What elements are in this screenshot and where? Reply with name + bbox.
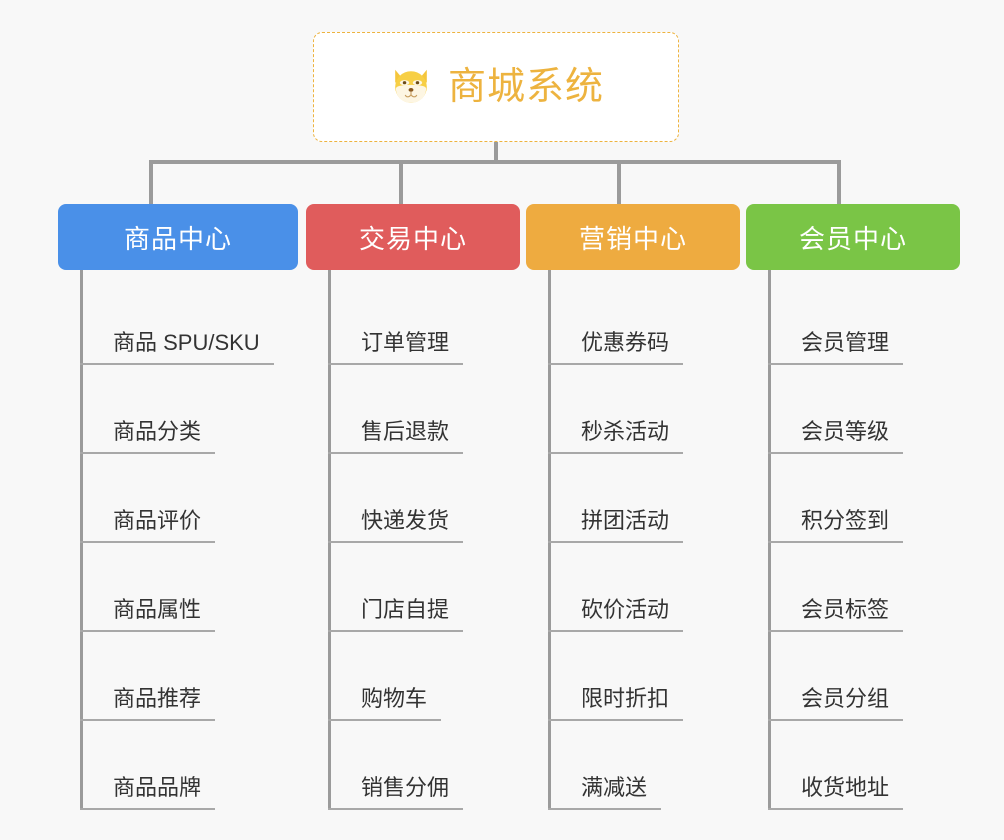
- branch-header-label-3: 营销中心: [578, 223, 687, 254]
- list-item[interactable]: 商品属性: [80, 543, 298, 632]
- leaf-label: 砍价活动: [548, 592, 684, 632]
- list-item[interactable]: 限时折扣: [548, 632, 740, 721]
- list-item[interactable]: 会员分组: [768, 632, 960, 721]
- branch-body-1: 商品 SPU/SKU 商品分类 商品评价 商品属性 商品推荐 商品品牌: [80, 270, 298, 810]
- branch-product-center: 商品中心 商品 SPU/SKU 商品分类 商品评价 商品属性 商品推荐 商品品牌: [58, 204, 298, 810]
- list-item[interactable]: 会员标签: [768, 543, 960, 632]
- branch-header-2[interactable]: 交易中心: [306, 204, 520, 270]
- list-item[interactable]: 砍价活动: [548, 543, 740, 632]
- connector-root-stem: [494, 142, 498, 163]
- list-item[interactable]: 秒杀活动: [548, 365, 740, 454]
- list-item[interactable]: 商品推荐: [80, 632, 298, 721]
- list-item[interactable]: 收货地址: [768, 721, 960, 810]
- root-node[interactable]: 商城系统: [313, 32, 679, 142]
- leaf-label: 购物车: [328, 681, 442, 721]
- list-item[interactable]: 售后退款: [328, 365, 520, 454]
- leaf-label: 限时折扣: [548, 681, 684, 721]
- leaf-label: 会员分组: [768, 681, 904, 721]
- leaf-label: 会员等级: [768, 414, 904, 454]
- leaf-label: 积分签到: [768, 503, 904, 543]
- connector-drop-3: [617, 160, 621, 204]
- leaf-label: 商品 SPU/SKU: [80, 325, 274, 365]
- list-item[interactable]: 会员等级: [768, 365, 960, 454]
- list-item[interactable]: 门店自提: [328, 543, 520, 632]
- list-item[interactable]: 商品 SPU/SKU: [80, 276, 298, 365]
- branch-member-center: 会员中心 会员管理 会员等级 积分签到 会员标签 会员分组 收货地址: [746, 204, 960, 810]
- list-item[interactable]: 会员管理: [768, 276, 960, 365]
- list-item[interactable]: 商品分类: [80, 365, 298, 454]
- list-item[interactable]: 积分签到: [768, 454, 960, 543]
- leaf-label: 商品品牌: [80, 770, 216, 810]
- branch-header-4[interactable]: 会员中心: [746, 204, 960, 270]
- leaf-label: 商品属性: [80, 592, 216, 632]
- connector-drop-2: [399, 160, 403, 204]
- connector-drop-1: [149, 160, 153, 204]
- branch-marketing-center: 营销中心 优惠券码 秒杀活动 拼团活动 砍价活动 限时折扣 满减送: [526, 204, 740, 810]
- branch-header-1[interactable]: 商品中心: [58, 204, 298, 270]
- branch-header-3[interactable]: 营销中心: [526, 204, 740, 270]
- shiba-dog-face-icon: [395, 69, 427, 103]
- leaf-label: 会员标签: [768, 592, 904, 632]
- branch-body-4: 会员管理 会员等级 积分签到 会员标签 会员分组 收货地址: [768, 270, 960, 810]
- connector-horizontal-bus: [149, 160, 841, 164]
- leaf-label: 秒杀活动: [548, 414, 684, 454]
- leaf-label: 满减送: [548, 770, 662, 810]
- branch-body-2: 订单管理 售后退款 快递发货 门店自提 购物车 销售分佣: [328, 270, 520, 810]
- list-item[interactable]: 快递发货: [328, 454, 520, 543]
- list-item[interactable]: 拼团活动: [548, 454, 740, 543]
- branch-body-3: 优惠券码 秒杀活动 拼团活动 砍价活动 限时折扣 满减送: [548, 270, 740, 810]
- root-title: 商城系统: [447, 66, 604, 108]
- branch-trade-center: 交易中心 订单管理 售后退款 快递发货 门店自提 购物车 销售分佣: [306, 204, 520, 810]
- leaf-label: 门店自提: [328, 592, 464, 632]
- branch-header-label-4: 会员中心: [798, 223, 907, 254]
- leaf-label: 销售分佣: [328, 770, 464, 810]
- list-item[interactable]: 购物车: [328, 632, 520, 721]
- leaf-label: 会员管理: [768, 325, 904, 365]
- list-item[interactable]: 优惠券码: [548, 276, 740, 365]
- leaf-label: 商品推荐: [80, 681, 216, 721]
- leaf-label: 商品评价: [80, 503, 216, 543]
- list-item[interactable]: 商品评价: [80, 454, 298, 543]
- branch-header-label-1: 商品中心: [123, 223, 232, 254]
- list-item[interactable]: 商品品牌: [80, 721, 298, 810]
- leaf-label: 收货地址: [768, 770, 904, 810]
- leaf-label: 售后退款: [328, 414, 464, 454]
- list-item[interactable]: 订单管理: [328, 276, 520, 365]
- connector-drop-4: [837, 160, 841, 204]
- leaf-label: 商品分类: [80, 414, 216, 454]
- list-item[interactable]: 销售分佣: [328, 721, 520, 810]
- leaf-label: 快递发货: [328, 503, 464, 543]
- leaf-label: 订单管理: [328, 325, 464, 365]
- leaf-label: 优惠券码: [548, 325, 684, 365]
- branch-header-label-2: 交易中心: [358, 223, 467, 254]
- list-item[interactable]: 满减送: [548, 721, 740, 810]
- leaf-label: 拼团活动: [548, 503, 684, 543]
